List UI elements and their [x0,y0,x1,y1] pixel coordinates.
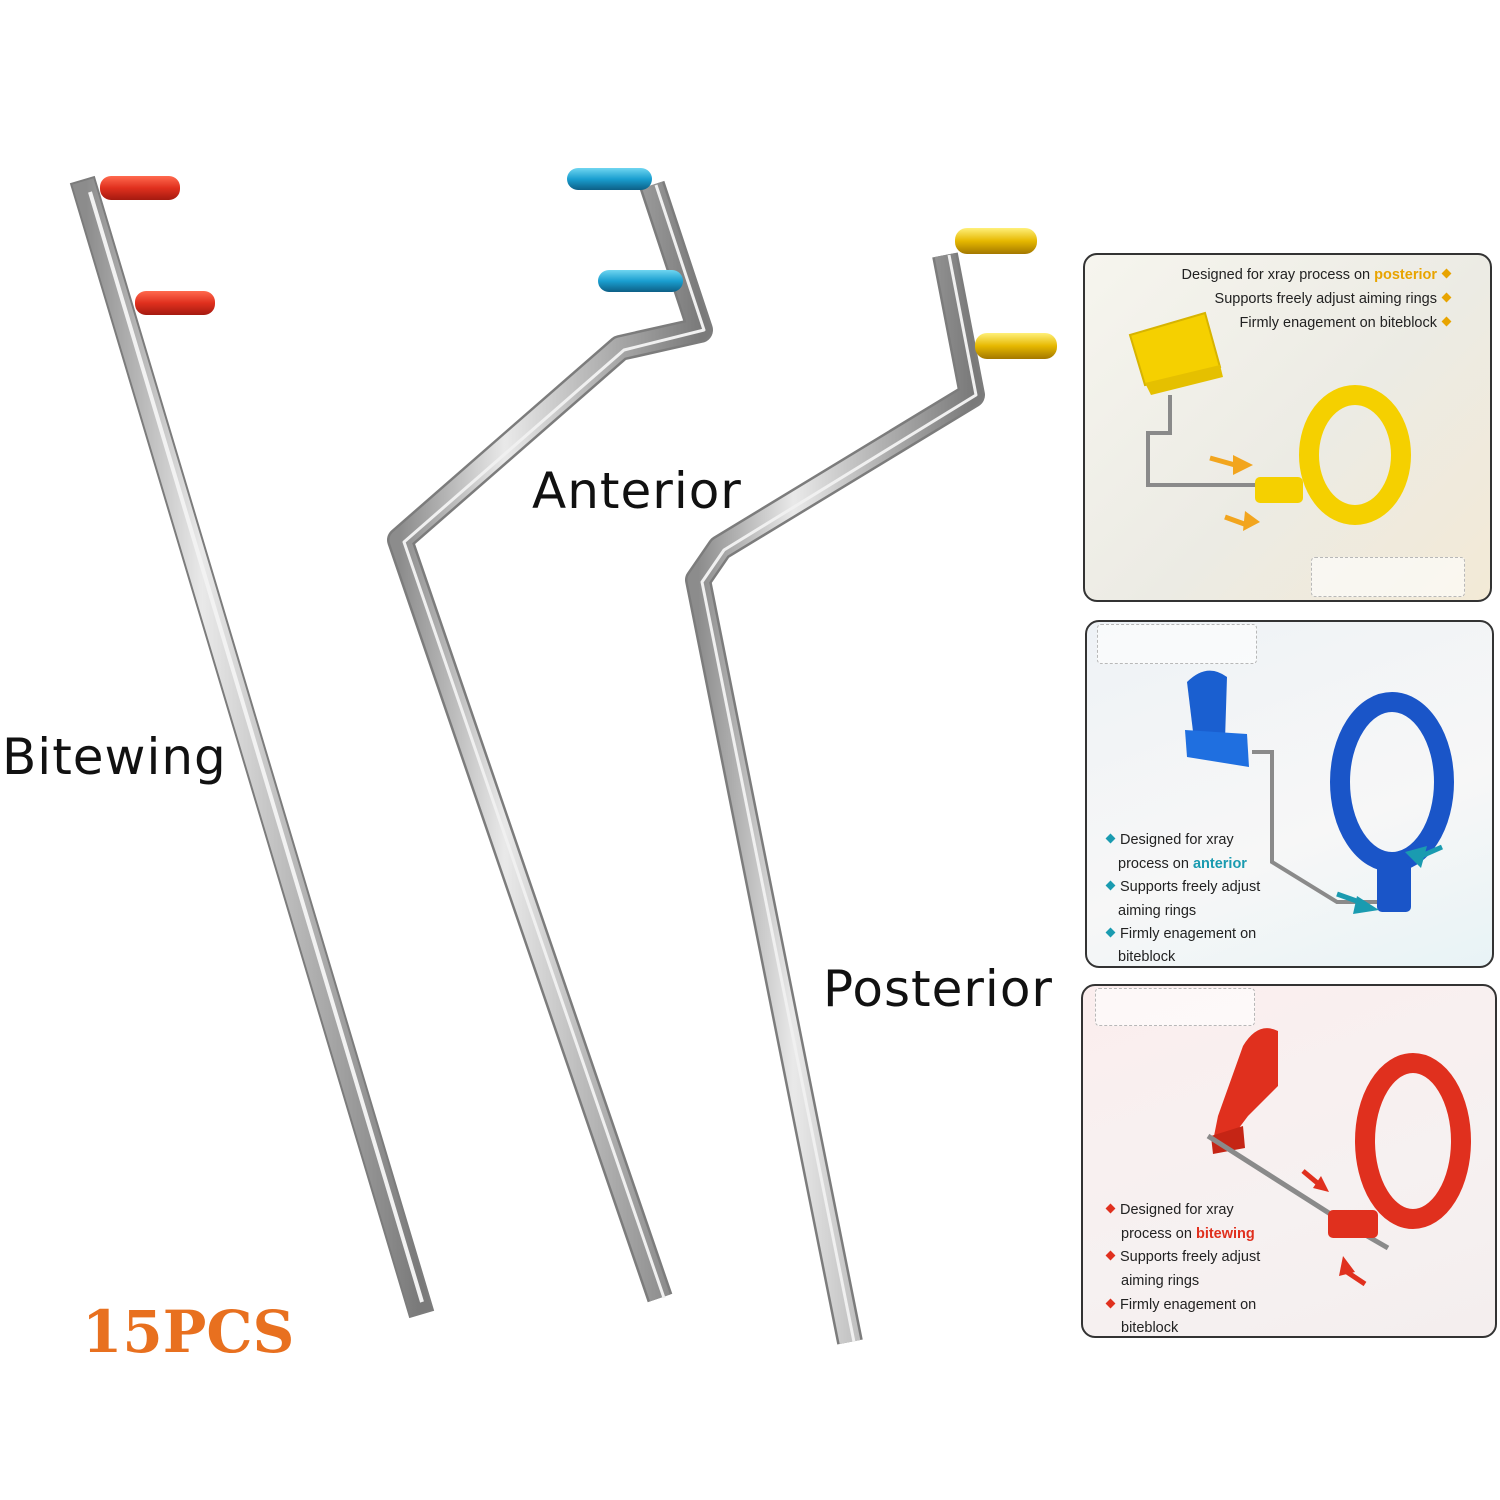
teeth-diagram-icon [1311,557,1465,597]
anterior-feature-1b: process on anterior [1118,856,1247,872]
teeth-diagram-icon [1097,624,1257,664]
posterior-holder-illustration [1128,311,1411,531]
posterior-feature-2: Supports freely adjust aiming rings [1215,291,1456,308]
bitewing-feature-1b: process on bitewing [1121,1226,1255,1242]
anterior-feature-panel: Designed for xray process on anterior Su… [1085,620,1494,968]
bitewing-feature-3b: biteblock [1121,1320,1179,1336]
posterior-feature-panel: Designed for xray process on posterior S… [1083,253,1492,602]
bitewing-pin-top [100,176,180,200]
posterior-feature-1: Designed for xray process on posterior [1182,267,1456,284]
posterior-rod [685,228,1057,1345]
posterior-label: Posterior [823,960,1053,1018]
bitewing-feature-2b: aiming rings [1121,1273,1200,1289]
bitewing-feature-panel: Designed for xray process on bitewing Su… [1081,984,1497,1338]
bitewing-feature-1: Designed for xray [1101,1202,1234,1219]
anterior-pin-bottom [598,270,683,292]
anterior-label: Anterior [532,462,742,520]
anterior-holder-illustration [1185,670,1454,914]
piece-count: 15PCS [82,1298,295,1366]
anterior-feature-2b: aiming rings [1118,903,1197,919]
posterior-pin-top [955,228,1037,254]
anterior-feature-2: Supports freely adjust [1101,879,1260,896]
anterior-feature-3b: biteblock [1118,949,1176,965]
anterior-feature-1: Designed for xray [1101,832,1234,849]
anterior-feature-3: Firmly enagement on [1101,926,1256,943]
bitewing-feature-2: Supports freely adjust [1101,1249,1260,1266]
bitewing-label: Bitewing [2,728,227,786]
anterior-rod [387,168,713,1303]
bitewing-pin-bottom [135,291,215,315]
bitewing-holder-illustration [1206,1028,1471,1287]
bitewing-rod [69,175,435,1319]
posterior-pin-bottom [975,333,1057,359]
anterior-pin-top [567,168,652,190]
posterior-feature-3: Firmly enagement on biteblock [1240,315,1456,332]
bitewing-feature-3: Firmly enagement on [1101,1297,1256,1314]
teeth-diagram-icon [1095,988,1255,1026]
